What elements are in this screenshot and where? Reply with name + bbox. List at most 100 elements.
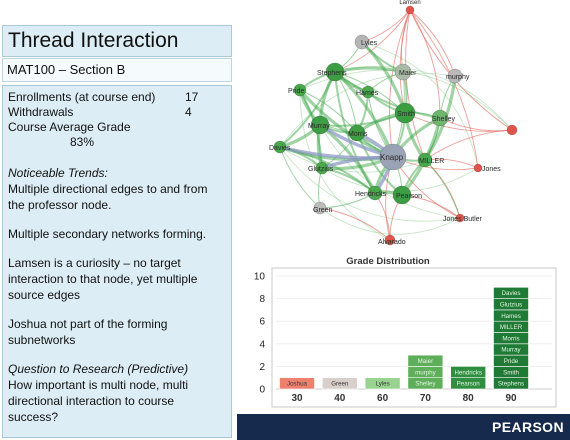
network-node-label: Shelley (432, 116, 455, 123)
average-grade-label: Course Average Grade (8, 120, 131, 134)
trend-item: Joshua not part of the forming subnetwor… (8, 317, 168, 347)
network-node-label: Knapp (380, 153, 404, 162)
network-edge (334, 71, 376, 194)
network-node-label: Jones Butler (443, 216, 483, 223)
x-tick-label: 90 (505, 393, 517, 404)
y-tick-label: 2 (259, 362, 265, 373)
withdrawals-value: 4 (185, 105, 192, 119)
network-edge (405, 9, 426, 161)
bar-segment (321, 377, 358, 390)
network-node-label: Smith (397, 111, 415, 118)
trend-item: Multiple secondary networks forming. (8, 227, 207, 241)
network-node (455, 213, 465, 223)
network-node-label: Hames (356, 90, 379, 97)
network-node-label: murphy (446, 74, 470, 81)
enrollments-row: Enrollments (at course end) 17 (8, 90, 219, 105)
network-node-label: Alvarado (378, 239, 406, 246)
network-edge (334, 9, 411, 73)
bar-segment (450, 366, 487, 378)
trend-item: Lamsen is a curiosity – no target intera… (8, 256, 198, 302)
section-label: MAT100 – Section B (7, 62, 126, 77)
average-grade-row: Course Average Grade (8, 120, 219, 135)
bar-segment-label: Joshua (287, 381, 308, 388)
bar-segment-label: Pearson (457, 381, 481, 388)
bar-segment-label: MILLER (500, 324, 523, 331)
enrollments-label: Enrollments (at course end) (8, 90, 156, 104)
network-node (506, 124, 518, 136)
slide-title: Thread Interaction (8, 29, 179, 52)
enrollments-value: 17 (185, 90, 199, 104)
network-edge (279, 146, 321, 209)
network-edge (424, 159, 461, 219)
bar-segment-label: Morris (502, 335, 519, 342)
trends-heading: Noticeable Trends: (8, 166, 108, 180)
network-node (325, 62, 345, 82)
network-node-label: Lamsen (399, 0, 420, 6)
network-edge (404, 112, 513, 132)
bar-segment-label: Pride (504, 358, 519, 365)
bar-segment-label: Maier (418, 358, 433, 365)
trend-item: Multiple directional edges to and from t… (8, 182, 208, 212)
bar-segment-label: Hames (501, 313, 521, 320)
bar-segment (279, 377, 315, 390)
y-tick-label: 8 (259, 294, 265, 305)
network-edge (279, 146, 426, 173)
x-tick-label: 80 (463, 393, 475, 404)
bar-segment-label: murphy (415, 369, 437, 376)
network-edge (334, 71, 441, 119)
network-node (310, 115, 330, 135)
grade-distribution-chart: Grade Distribution0246810Joshua30Green40… (254, 256, 557, 408)
title-box: Thread Interaction (2, 25, 232, 57)
network-node (315, 161, 329, 175)
network-edge (279, 72, 456, 148)
network-node-label: Green (313, 207, 333, 214)
bar-segment-label: Stephens (498, 381, 524, 388)
network-edge (299, 89, 391, 241)
brand-logo: PEARSON (491, 419, 564, 435)
bar-segment-label: Lyles (375, 381, 389, 388)
content-panel: Enrollments (at course end) 17 Withdrawa… (2, 85, 232, 438)
network-node (394, 63, 412, 81)
bar-segment-label: Hendricks (454, 369, 482, 376)
network-edge (361, 41, 479, 169)
network-node (273, 140, 287, 154)
bar-segment (364, 377, 401, 390)
network-node (417, 152, 433, 168)
network-edge (409, 9, 456, 77)
network-node (348, 124, 366, 142)
network-node (392, 185, 412, 205)
chart-title: Grade Distribution (346, 256, 430, 267)
network-edge (399, 9, 411, 114)
network-node-label: Pearson (396, 193, 422, 200)
network-node (354, 34, 370, 50)
network-node (431, 109, 449, 127)
x-tick-label: 40 (334, 393, 346, 404)
network-node-label: Stephens (317, 70, 347, 77)
network-node (394, 102, 416, 124)
network-node-label: Davies (269, 145, 291, 152)
network-edge (319, 207, 391, 241)
bar-segment-label: Glutzius (500, 301, 522, 308)
network-node-label: Morris (348, 131, 368, 138)
bar-segment-label: Smith (503, 369, 519, 376)
bar-segment (493, 286, 529, 299)
x-tick-label: 60 (377, 393, 389, 404)
question-text: How important is multi node, multi direc… (8, 378, 189, 424)
network-node (361, 85, 375, 99)
network-edge (279, 71, 336, 148)
network-node (313, 201, 327, 215)
footer-bar: PEARSON (237, 414, 570, 440)
network-edge (409, 9, 441, 119)
network-node (293, 83, 307, 97)
network-node-label: Pride (288, 88, 304, 95)
network-edge (424, 159, 461, 219)
bar-segment (407, 354, 444, 367)
network-edge (409, 9, 479, 169)
bar-segment-label: Murray (501, 347, 521, 354)
x-tick-label: 30 (291, 393, 303, 404)
bar-segment-label: Green (331, 381, 349, 388)
withdrawals-label: Withdrawals (8, 105, 74, 119)
network-node (473, 163, 483, 173)
question-heading: Question to Research (Predictive) (8, 362, 189, 376)
